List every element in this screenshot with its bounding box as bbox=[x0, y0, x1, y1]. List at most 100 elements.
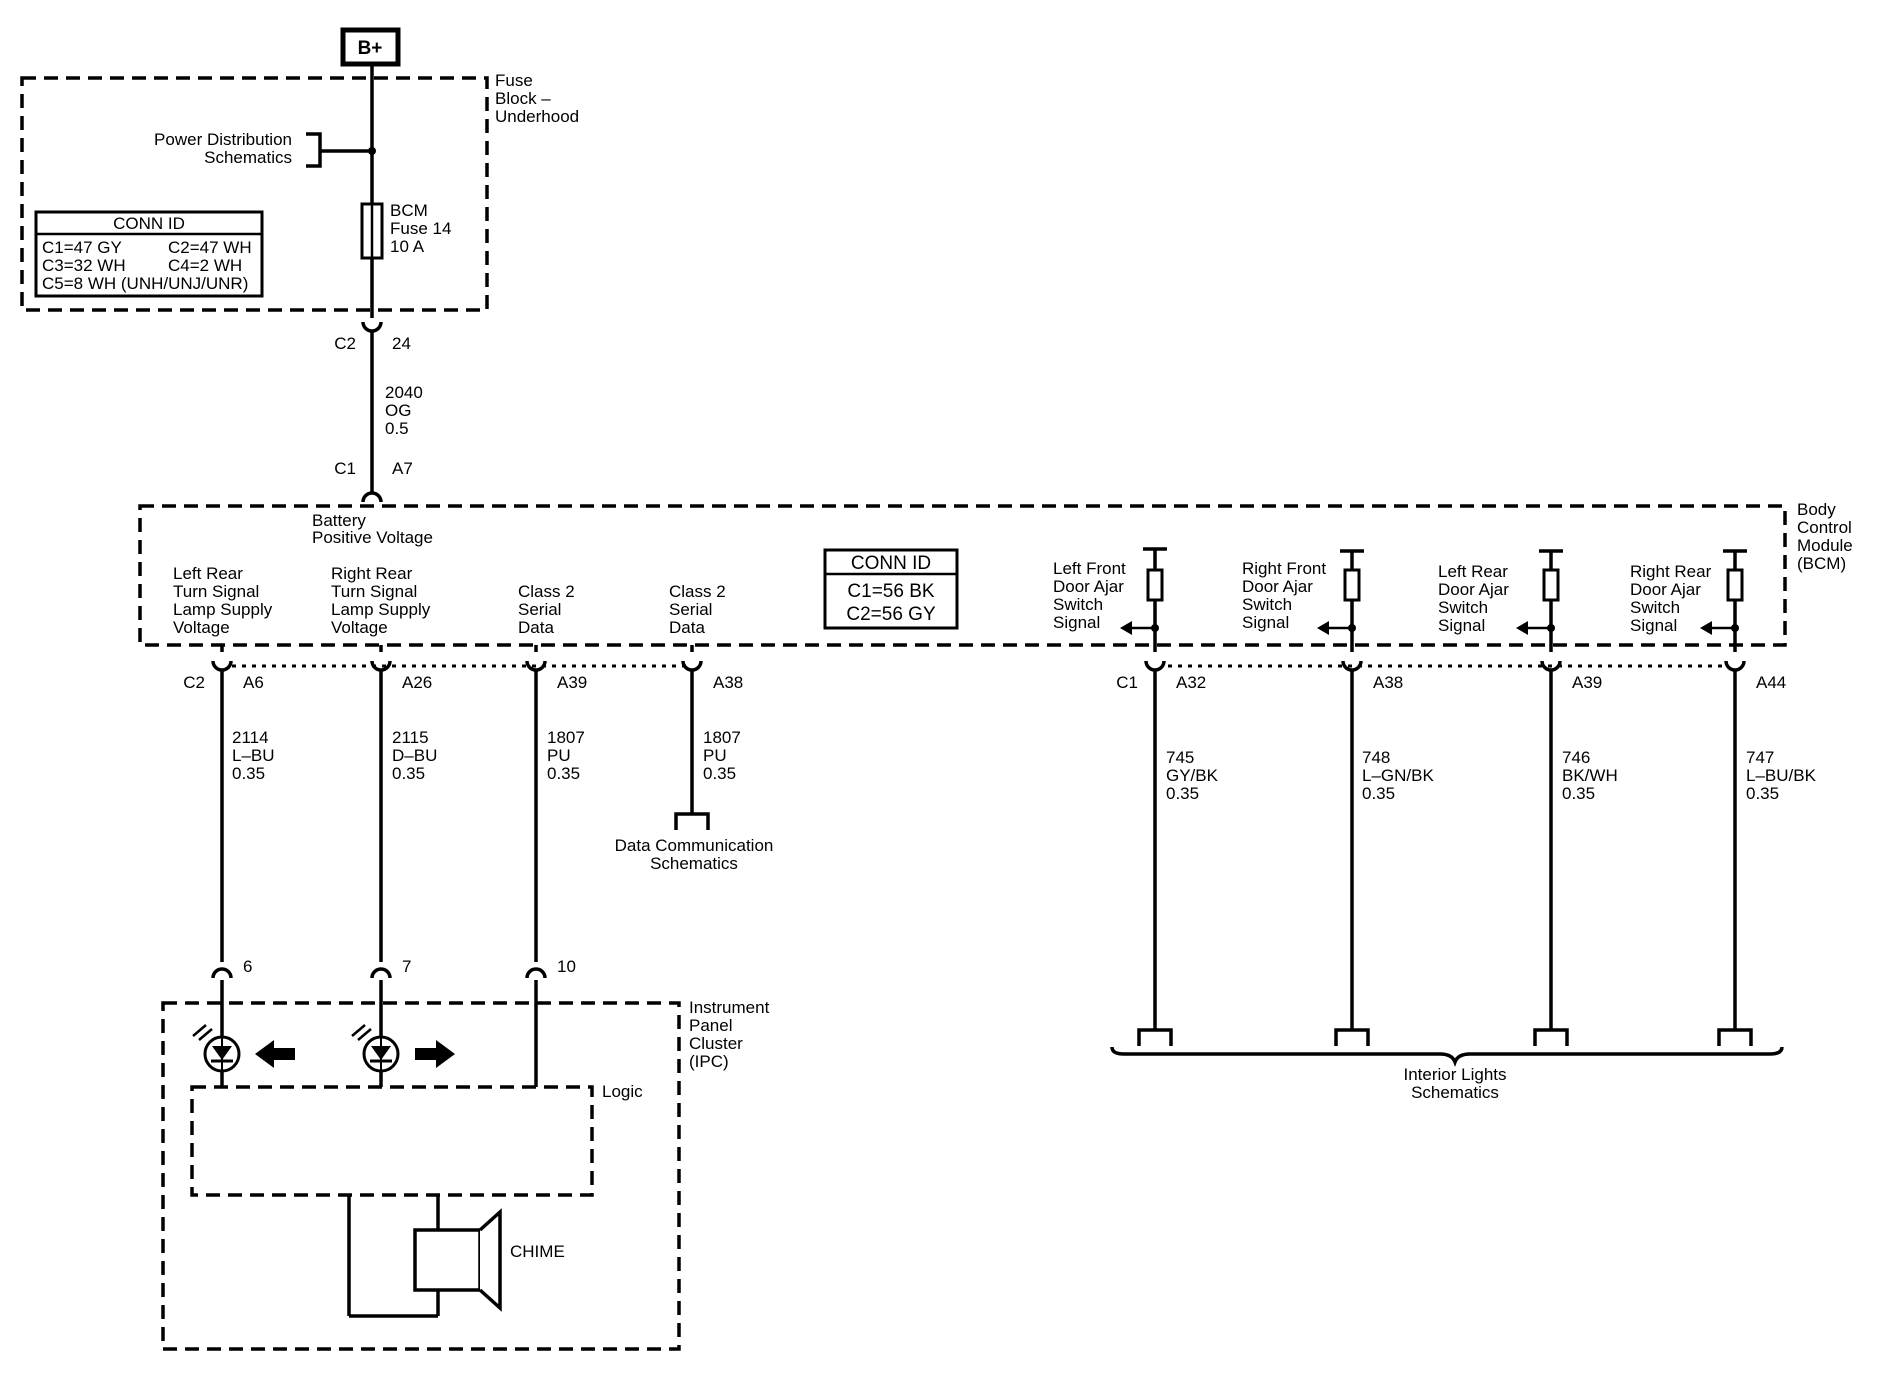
switch-label: Switch bbox=[1438, 598, 1488, 617]
wire-gauge: 0.35 bbox=[232, 764, 265, 783]
pin-label: A38 bbox=[713, 673, 743, 692]
wire-color: GY/BK bbox=[1166, 766, 1219, 785]
conn-id-cell: C4=2 WH bbox=[168, 256, 242, 275]
switch-label: Switch bbox=[1053, 595, 1103, 614]
wire-color: L–GN/BK bbox=[1362, 766, 1434, 785]
bcm-name-2: Control bbox=[1797, 518, 1852, 537]
wire-circuit: 1807 bbox=[703, 728, 741, 747]
wire-gauge: 0.35 bbox=[1562, 784, 1595, 803]
wire-gauge: 0.35 bbox=[1166, 784, 1199, 803]
feed-circuit: C2 24 2040 OG 0.5 C1 A7 bbox=[334, 321, 423, 503]
conn-id-cell: C2=56 GY bbox=[846, 604, 936, 625]
signal-arrow bbox=[1120, 621, 1132, 635]
ipc-pin-label: 6 bbox=[243, 957, 252, 976]
interior-ref-bracket bbox=[1533, 1028, 1569, 1046]
pin-label: A39 bbox=[1572, 673, 1602, 692]
battery-input-label-2: Positive Voltage bbox=[312, 528, 433, 547]
speaker-body bbox=[413, 1228, 482, 1292]
wire-gauge: 0.35 bbox=[547, 764, 580, 783]
arrow-right-icon bbox=[415, 1040, 455, 1068]
ipc-name-4: (IPC) bbox=[689, 1052, 729, 1071]
power-ref-label-1: Power Distribution bbox=[154, 130, 292, 149]
switch-label: Signal bbox=[1438, 616, 1485, 635]
pullup-resistor bbox=[1343, 568, 1361, 602]
ipc-pin-label: 7 bbox=[402, 957, 411, 976]
wire-gauge: 0.35 bbox=[1746, 784, 1779, 803]
left-front-door-ajar-circuit: Left Front Door Ajar Switch Signal C1 A3… bbox=[1053, 547, 1219, 1046]
logic-label: Logic bbox=[602, 1082, 643, 1101]
wire-circuit: 747 bbox=[1746, 748, 1774, 767]
ipc-name-1: Instrument bbox=[689, 998, 770, 1017]
switch-label: Right Rear bbox=[1630, 562, 1712, 581]
conn-id-cell: C1=56 BK bbox=[847, 581, 934, 602]
wire-circuit: 745 bbox=[1166, 748, 1194, 767]
wire-color: L–BU/BK bbox=[1746, 766, 1817, 785]
conn-id-cell: C3=32 WH bbox=[42, 256, 126, 275]
wire-gauge: 0.5 bbox=[385, 419, 409, 438]
circuit-label: Data bbox=[669, 618, 705, 637]
bcm-name-4: (BCM) bbox=[1797, 554, 1846, 573]
pullup-resistor bbox=[1542, 568, 1560, 602]
circuit-label: Turn Signal bbox=[173, 582, 259, 601]
wire-color: L–BU bbox=[232, 746, 275, 765]
switch-label: Door Ajar bbox=[1242, 577, 1313, 596]
connector-pin bbox=[370, 660, 392, 672]
ipc-connector-pin bbox=[370, 967, 392, 979]
interior-ref-bracket bbox=[1137, 1028, 1173, 1046]
connector-c1-a7 bbox=[361, 491, 383, 503]
fuse-block-name-2: Block – bbox=[495, 89, 551, 108]
bcm-outline bbox=[138, 504, 1787, 647]
connector-c2-24 bbox=[361, 321, 383, 333]
fuse-block-name-1: Fuse bbox=[495, 71, 533, 90]
connector-pin bbox=[211, 660, 233, 672]
wire-color: OG bbox=[385, 401, 411, 420]
data-comm-ref-label-2: Schematics bbox=[650, 854, 738, 873]
connector-pin bbox=[1724, 660, 1746, 672]
ipc-outline bbox=[161, 1001, 681, 1351]
chime-label: CHIME bbox=[510, 1242, 565, 1261]
pullup-resistor bbox=[1726, 568, 1744, 602]
switch-label: Signal bbox=[1053, 613, 1100, 632]
logic-block bbox=[190, 1085, 594, 1197]
switch-label: Switch bbox=[1630, 598, 1680, 617]
switch-label: Left Rear bbox=[1438, 562, 1508, 581]
interior-ref-bracket bbox=[1334, 1028, 1370, 1046]
conn-id-title: CONN ID bbox=[851, 553, 931, 574]
pin-label: A44 bbox=[1756, 673, 1786, 692]
pin-label: A32 bbox=[1176, 673, 1206, 692]
fuse-block-underhood: Fuse Block – Underhood Power Distributio… bbox=[20, 64, 579, 318]
conn-id-title: CONN ID bbox=[113, 214, 185, 233]
bcm-name-3: Module bbox=[1797, 536, 1853, 555]
switch-label: Left Front bbox=[1053, 559, 1126, 578]
wire-gauge: 0.35 bbox=[1362, 784, 1395, 803]
connector-label: C1 bbox=[1116, 673, 1138, 692]
circuit-label: Class 2 bbox=[669, 582, 726, 601]
circuit-label: Lamp Supply bbox=[331, 600, 431, 619]
switch-label: Switch bbox=[1242, 595, 1292, 614]
switch-label: Signal bbox=[1242, 613, 1289, 632]
bcm-name-1: Body bbox=[1797, 500, 1836, 519]
power-ref-bracket bbox=[306, 132, 322, 168]
speaker-cone bbox=[478, 1208, 502, 1312]
wire-gauge: 0.35 bbox=[392, 764, 425, 783]
data-comm-ref-bracket bbox=[674, 812, 710, 830]
circuit-left-rear-turn: C2 A6 2114 L–BU 0.35 bbox=[183, 645, 275, 962]
interior-ref-label-1: Interior Lights bbox=[1404, 1065, 1507, 1084]
signal-arrow bbox=[1516, 621, 1528, 635]
ipc-connector-pin bbox=[525, 967, 547, 979]
circuit-right-rear-turn: A26 2115 D–BU 0.35 bbox=[370, 645, 437, 962]
pin-label: A39 bbox=[557, 673, 587, 692]
interior-ref-bracket bbox=[1717, 1028, 1753, 1046]
circuit-label: Lamp Supply bbox=[173, 600, 273, 619]
pin-label: A7 bbox=[392, 459, 413, 478]
fuse-block-conn-id-table: CONN ID C1=47 GY C2=47 WH C3=32 WH C4=2 … bbox=[34, 210, 264, 298]
signal-arrow bbox=[1317, 621, 1329, 635]
power-ref-label-2: Schematics bbox=[204, 148, 292, 167]
data-comm-ref-label-1: Data Communication bbox=[615, 836, 774, 855]
interior-lights-reference: Interior Lights Schematics bbox=[1110, 1046, 1784, 1102]
instrument-panel-cluster: 6 7 10 Instrument Panel Cluster (IPC) bbox=[161, 957, 770, 1351]
wire-color: PU bbox=[703, 746, 727, 765]
circuit-label: Turn Signal bbox=[331, 582, 417, 601]
connector-label: C2 bbox=[183, 673, 205, 692]
switch-label: Door Ajar bbox=[1630, 580, 1701, 599]
